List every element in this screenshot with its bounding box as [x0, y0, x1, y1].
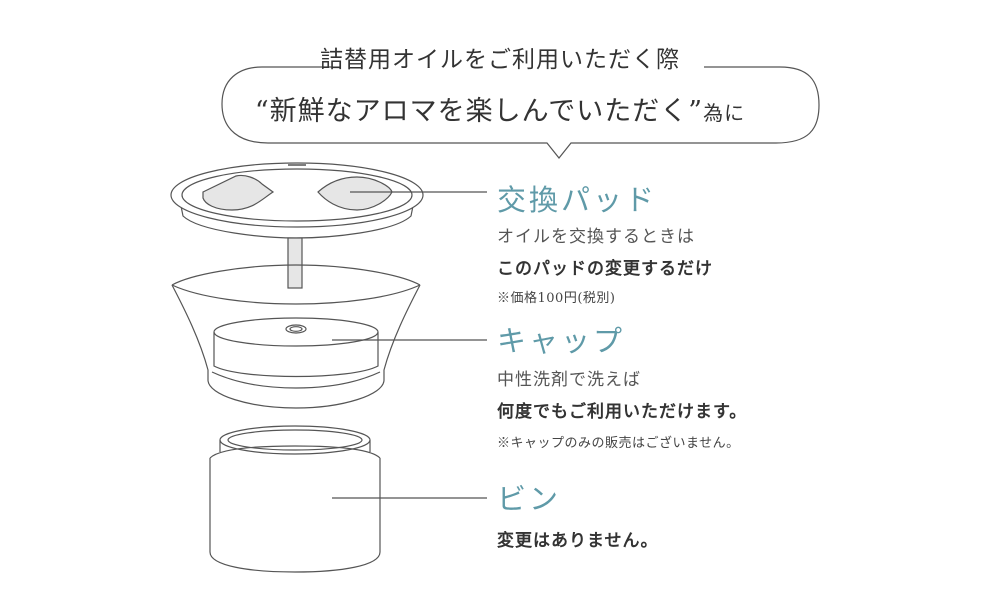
cap-bowl — [171, 264, 421, 409]
pad-note: ※価格100円(税別) — [497, 290, 616, 306]
pad-window-left — [202, 174, 275, 211]
speech-bubble — [221, 66, 820, 159]
cap-desc: 中性洗剤で洗えば — [497, 369, 641, 390]
bottle-strong: 変更はありません。 — [497, 530, 659, 551]
cap-label: キャップ 中性洗剤で洗えば 何度でもご利用いただけます。 ※キャップのみの販売は… — [497, 324, 977, 451]
pad-strong: このパッドの変更するだけ — [497, 258, 713, 279]
wick-stick — [287, 237, 303, 289]
heading-main-suffix: 為に — [703, 101, 746, 125]
pad-lid — [170, 162, 424, 239]
cap-strong: 何度でもご利用いただけます。 — [497, 401, 748, 422]
bottle-name: ビン — [497, 482, 562, 516]
bottle — [209, 425, 381, 573]
pad-name: 交換パッド — [497, 183, 658, 217]
bottle-label: ビン 変更はありません。 — [497, 482, 977, 551]
heading-main: “新鮮なアロマを楽しんでいただく”為に — [0, 89, 1000, 128]
pad-label: 交換パッド オイルを交換するときは このパッドの変更するだけ ※価格100円(税… — [497, 183, 977, 306]
cap-note: ※キャップのみの販売はございません。 — [497, 435, 740, 451]
pad-desc: オイルを交換するときは — [497, 226, 695, 247]
heading-top: 詰替用オイルをご利用いただく際 — [320, 47, 680, 73]
cap-name: キャップ — [497, 324, 626, 358]
heading-main-text: “新鮮なアロマを楽しんでいただく” — [254, 96, 704, 127]
